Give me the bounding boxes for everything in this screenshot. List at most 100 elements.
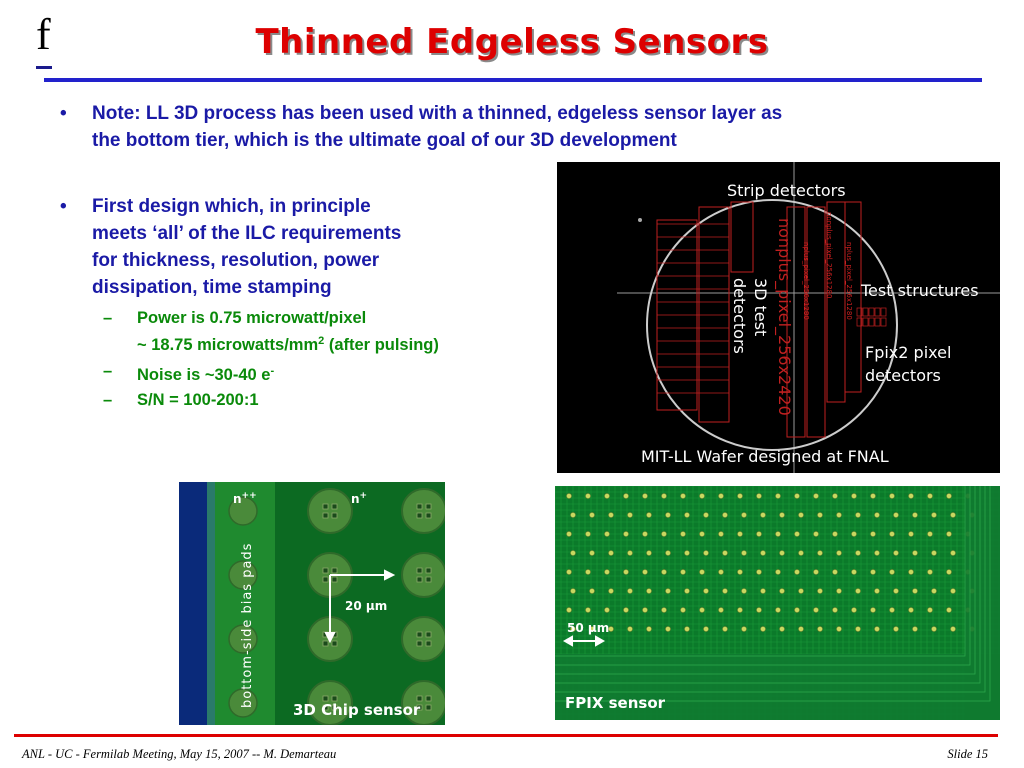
fpix-bump [642,531,648,537]
fpix-bump [589,626,595,632]
fpix-bump [836,550,842,556]
label-fpix2-2: detectors [865,366,941,385]
fpix-bump [661,569,667,575]
fpix-bump [604,531,610,537]
fpix-bump [604,493,610,499]
bullet-note: • Note: LL 3D process has been used with… [60,100,972,154]
fpix-bump [832,493,838,499]
label-50um: 50 μm [567,621,609,635]
test-structure [856,307,863,317]
chip-pixel [401,552,445,598]
chip-pad [322,576,329,583]
fpix-bump [832,531,838,537]
label-tiny4: nplus_pixel_256x1280 [845,242,853,320]
label-fpix-sensor: FPIX sensor [565,694,666,712]
fpix-bump [699,607,705,613]
bullet-first-design: • First design which, in principle meets… [60,193,512,301]
fpix-arrow-right [595,635,606,647]
chip-pad [416,567,423,574]
fpix-guard-rings [555,486,991,702]
bias-pad [228,560,258,590]
footer-rule [14,734,998,737]
fpix-bump [642,493,648,499]
label-bottom-side-bias-pads: bottom-side bias pads [240,543,255,708]
chip-pad [425,503,432,510]
fpix-bump [760,512,766,518]
bias-pad [228,624,258,654]
fpix-bump [908,607,914,613]
fpix-bump [874,626,880,632]
label-20um: 20 μm [345,599,387,613]
chip-pad [331,567,338,574]
fpix-bump [832,569,838,575]
fpix-bump [570,512,576,518]
fpix-bump [836,588,842,594]
fpix-bump [874,588,880,594]
fpix-bump [623,531,629,537]
label-strip-detectors: Strip detectors [727,181,846,200]
test-structure [880,307,887,317]
bullet-line: meets ‘all’ of the ILC requirements [92,223,402,244]
chip-pad [425,631,432,638]
chip-pad [331,695,338,702]
fpix-bump [627,626,633,632]
bullet-line: for thickness, resolution, power [92,250,380,271]
fpix-bump [703,626,709,632]
fpix-bump [737,531,743,537]
fpix-bump [794,607,800,613]
fpix-bump [665,626,671,632]
fpix-bump [642,569,648,575]
fermilab-logo: f [36,10,51,59]
noise-text: Noise is ~30-40 e [137,366,271,384]
fpix-bump [874,550,880,556]
guard-ring [555,486,971,666]
fpix-bump [893,626,899,632]
fpix-bump [623,607,629,613]
fpix-bump [813,531,819,537]
fpix-bump [722,550,728,556]
test-structure [874,307,881,317]
chip-pad [425,695,432,702]
fpix-bump [946,493,952,499]
fpix-bump [817,626,823,632]
fpix-bump [779,588,785,594]
fpix-bump [699,569,705,575]
fpix-bump [718,493,724,499]
fpix-bump [851,531,857,537]
chip-pad [331,512,338,519]
fpix-bump [813,607,819,613]
dash-glyph: – [103,309,113,327]
bias-pad [228,496,258,526]
fpix-bump [604,569,610,575]
label-tiny1: nonplus_pixel_256x2420 [774,218,794,416]
fpix-bump [855,588,861,594]
fpix-bump [912,626,918,632]
guard-ring [555,486,976,675]
fpix-bump [893,588,899,594]
chip-pad [322,512,329,519]
fpix-bump [946,569,952,575]
chip-pad [425,640,432,647]
fpix-bump [589,588,595,594]
fpix-bump [608,512,614,518]
fpix-bump [665,588,671,594]
fpix-bump [779,550,785,556]
label-wafer-caption: MIT-LL Wafer designed at FNAL [641,447,889,466]
fpix-bump [950,588,956,594]
fpix-bump [680,607,686,613]
fpix-bump [817,550,823,556]
subbullet-sn: – S/N = 100-200:1 [103,389,259,412]
bullet-line: First design which, in principle [92,196,371,217]
fpix-bump [927,569,933,575]
fpix-bump [870,607,876,613]
chip-pad [416,640,423,647]
fpix-bump [699,531,705,537]
fpix-bump [813,493,819,499]
fpix-bump [851,569,857,575]
fpix-bump [908,569,914,575]
dash-glyph: – [103,362,113,380]
chip-pad [322,567,329,574]
guard-ring [555,486,986,693]
label-test-structures: Test structures [860,281,979,300]
fpix-bump [703,512,709,518]
